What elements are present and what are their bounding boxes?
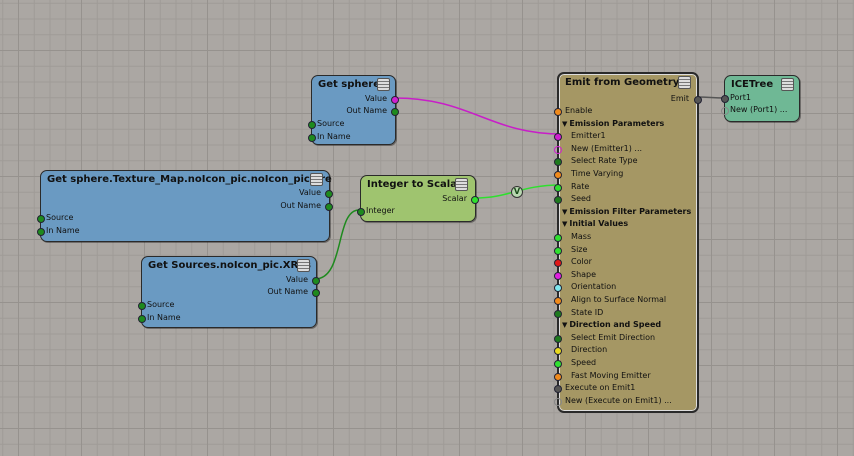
port-dot-in-name[interactable]: [138, 315, 146, 323]
port-seed: Seed: [571, 194, 591, 203]
port-emitter1: Emitter1: [571, 131, 606, 140]
menu-icon[interactable]: [297, 259, 310, 272]
port-value: Value: [299, 188, 321, 197]
port-dot-fast-moving-emitter[interactable]: [554, 373, 562, 381]
port-color: Color: [571, 257, 592, 266]
port-direction: Direction: [571, 345, 608, 354]
port-value: Value: [365, 94, 387, 103]
port-dot-orientation[interactable]: [554, 284, 562, 292]
port-dot-speed[interactable]: [554, 360, 562, 368]
port-dot-time-varying[interactable]: [554, 171, 562, 179]
menu-icon[interactable]: [678, 76, 691, 89]
port-dot-value[interactable]: [325, 190, 333, 198]
port-dot-source[interactable]: [138, 302, 146, 310]
port-out-name: Out Name: [267, 287, 308, 296]
port-dot-in-name[interactable]: [308, 134, 316, 142]
section-emission-parameters[interactable]: Emission Parameters: [562, 119, 664, 129]
port-rate: Rate: [571, 182, 590, 191]
node-title: Emit from Geometry: [565, 77, 680, 88]
node-title: Get sphere.Texture_Map.noIcon_pic.noIcon…: [47, 174, 332, 185]
wire-value-to-emitter1[interactable]: [394, 97, 562, 135]
port-dot-color[interactable]: [554, 259, 562, 267]
port-dot-emitter1[interactable]: [554, 133, 562, 141]
menu-icon[interactable]: [377, 78, 390, 91]
port-dot-integer[interactable]: [357, 208, 365, 216]
port-dot-shape[interactable]: [554, 272, 562, 280]
port-new-emitter1: New (Emitter1) ...: [571, 144, 643, 153]
node-emit-from-geometry[interactable]: Emit from Geometry Emit EnableEmission P…: [554, 72, 702, 413]
port-in-name: In Name: [46, 226, 80, 235]
section-direction-and-speed[interactable]: Direction and Speed: [562, 320, 661, 330]
port-dot-value[interactable]: [391, 96, 399, 104]
port-dot-new-port1[interactable]: [721, 107, 729, 115]
section-emission-filter-parameters[interactable]: Emission Filter Parameters: [562, 207, 691, 217]
port-dot-enable[interactable]: [554, 108, 562, 116]
port-dot-out-name[interactable]: [325, 203, 333, 211]
section-initial-values[interactable]: Initial Values: [562, 219, 628, 229]
menu-icon[interactable]: [310, 173, 323, 186]
port-dot-state-id[interactable]: [554, 310, 562, 318]
port-integer: Integer: [366, 206, 395, 215]
port-speed: Speed: [571, 358, 597, 367]
node-integer-to-scalar[interactable]: Integer to Scalar Scalar Integer: [357, 175, 479, 222]
node-get-sphere[interactable]: Get sphere Value Out Name Source In Name: [308, 75, 399, 145]
port-orientation: Orientation: [571, 282, 617, 291]
port-new-execute-on-emit1: New (Execute on Emit1) ...: [565, 396, 672, 405]
port-out-name: Out Name: [280, 201, 321, 210]
node-ice-tree[interactable]: ICETree Port1 New (Port1) ...: [721, 75, 800, 122]
node-get-texture-map[interactable]: Get sphere.Texture_Map.noIcon_pic.noIcon…: [37, 170, 333, 242]
port-in-name: In Name: [317, 132, 351, 141]
port-dot-out-name[interactable]: [391, 108, 399, 116]
node-title: Get Sources.noIcon_pic.XRes: [148, 260, 311, 271]
port-source: Source: [317, 119, 345, 128]
port-emit: Emit: [670, 94, 689, 103]
menu-icon[interactable]: [781, 78, 794, 91]
port-align-to-surface-normal: Align to Surface Normal: [571, 295, 667, 304]
port-dot-port1[interactable]: [721, 95, 729, 103]
port-dot-source[interactable]: [308, 121, 316, 129]
node-title: Integer to Scalar: [367, 179, 462, 190]
port-select-emit-direction: Select Emit Direction: [571, 333, 656, 342]
port-dot-execute-on-emit1[interactable]: [554, 385, 562, 393]
port-dot-value[interactable]: [312, 277, 320, 285]
port-source: Source: [147, 300, 175, 309]
port-source: Source: [46, 213, 74, 222]
port-size: Size: [571, 245, 588, 254]
port-new-port1: New (Port1) ...: [730, 105, 788, 114]
port-enable: Enable: [565, 106, 593, 115]
converter-badge[interactable]: V: [511, 186, 523, 198]
port-scalar: Scalar: [442, 194, 467, 203]
port-dot-rate[interactable]: [554, 184, 562, 192]
port-dot-mass[interactable]: [554, 234, 562, 242]
port-dot-select-rate-type[interactable]: [554, 158, 562, 166]
port-dot-source[interactable]: [37, 215, 45, 223]
port-dot-new-execute-on-emit1[interactable]: [554, 398, 562, 406]
port-dot-size[interactable]: [554, 247, 562, 255]
port-port1: Port1: [730, 93, 751, 102]
port-dot-emit[interactable]: [694, 96, 702, 104]
port-state-id: State ID: [571, 308, 604, 317]
port-time-varying: Time Varying: [571, 169, 624, 178]
port-shape: Shape: [571, 270, 597, 279]
port-dot-new-emitter1[interactable]: [554, 146, 562, 154]
node-title: ICETree: [731, 79, 774, 90]
port-mass: Mass: [571, 232, 592, 241]
port-out-name: Out Name: [346, 106, 387, 115]
port-execute-on-emit1: Execute on Emit1: [565, 383, 636, 392]
port-dot-seed[interactable]: [554, 196, 562, 204]
port-dot-in-name[interactable]: [37, 228, 45, 236]
port-dot-direction[interactable]: [554, 347, 562, 355]
menu-icon[interactable]: [455, 178, 468, 191]
port-dot-align-to-surface-normal[interactable]: [554, 297, 562, 305]
node-get-xres[interactable]: Get Sources.noIcon_pic.XRes Value Out Na…: [138, 256, 320, 328]
port-value: Value: [286, 275, 308, 284]
port-in-name: In Name: [147, 313, 181, 322]
node-title: Get sphere: [318, 79, 380, 90]
port-dot-select-emit-direction[interactable]: [554, 335, 562, 343]
port-dot-out-name[interactable]: [312, 289, 320, 297]
port-select-rate-type: Select Rate Type: [571, 156, 638, 165]
port-dot-scalar[interactable]: [471, 196, 479, 204]
port-fast-moving-emitter: Fast Moving Emitter: [571, 371, 651, 380]
